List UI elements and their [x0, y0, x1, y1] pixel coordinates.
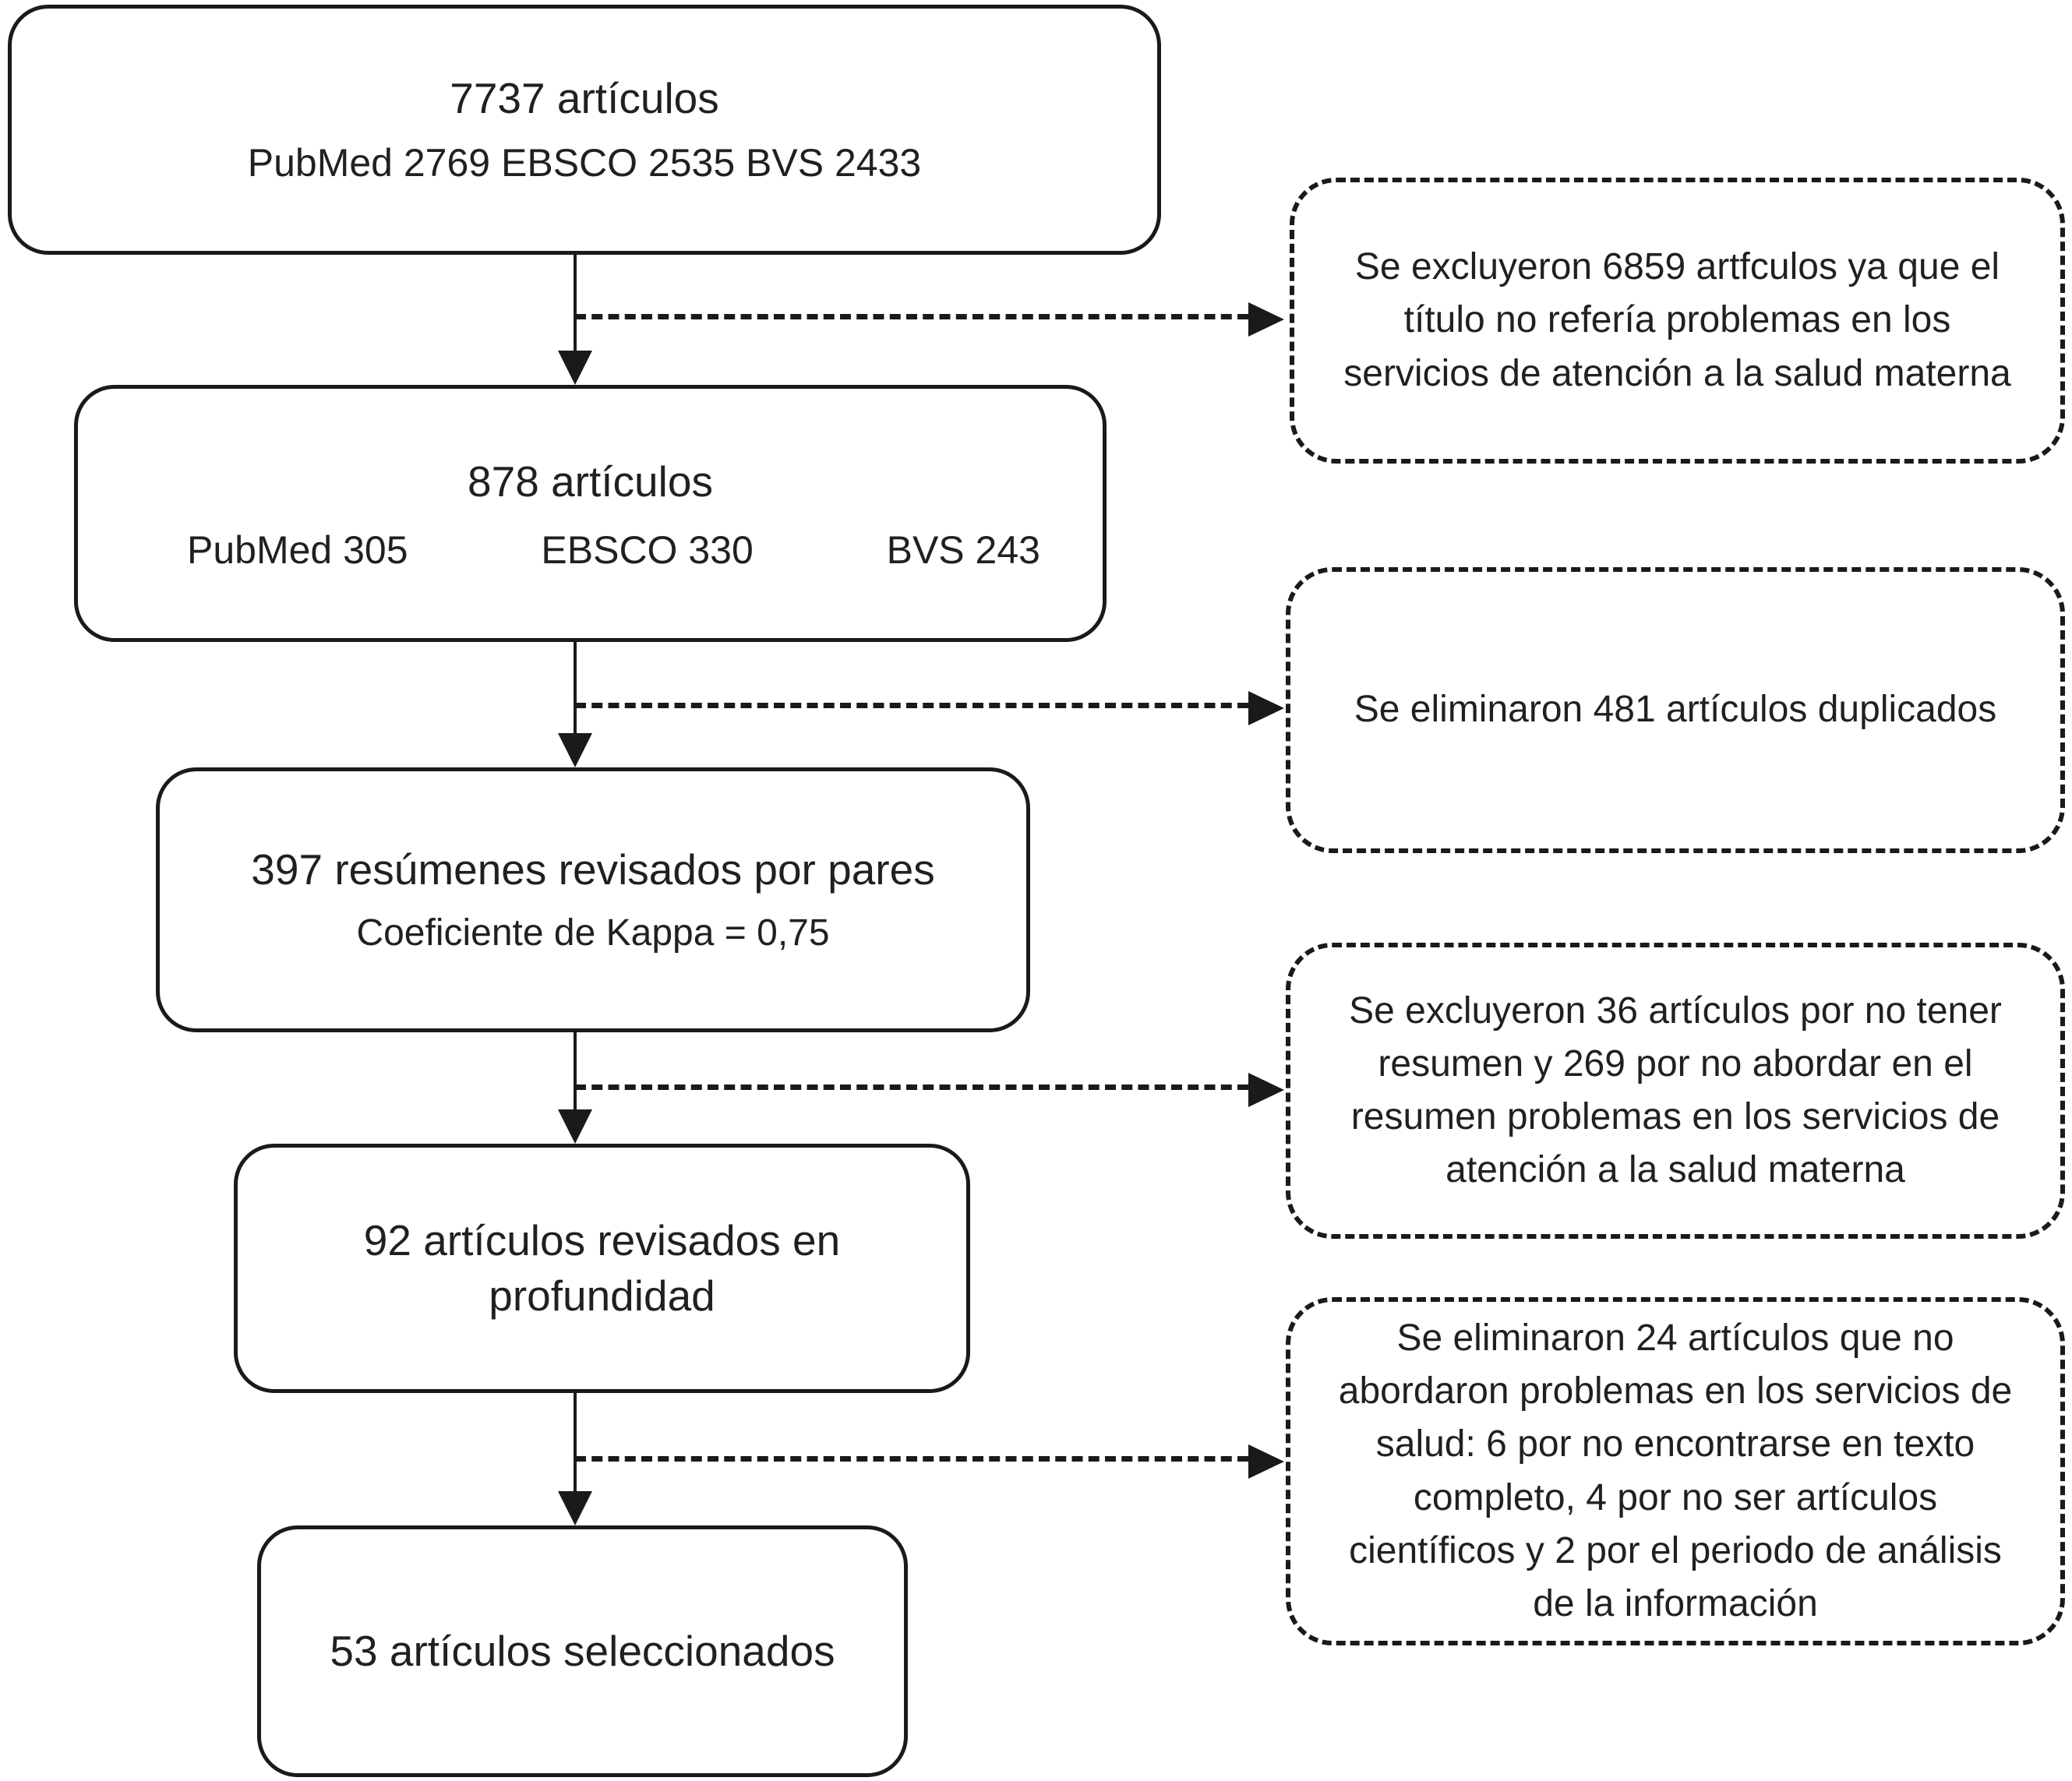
exclusion-note: Se excluyeron 36 artículos por no tener … — [1349, 989, 2002, 1191]
exclusion-note: Se eliminaron 24 artículos que no aborda… — [1338, 1317, 2013, 1624]
dashed-arrow-line-3 — [575, 1084, 1248, 1090]
source-count-ebsco: EBSCO 330 — [541, 527, 754, 572]
kappa-coefficient: Coeficiente de Kappa = 0,75 — [356, 912, 830, 954]
stage-box-full-review: 92 artículos revisados en profundidad — [234, 1144, 970, 1393]
source-count-pubmed: PubMed 305 — [187, 527, 408, 572]
down-arrow-line-2 — [574, 642, 577, 736]
down-arrowhead-icon — [558, 1491, 592, 1525]
stage-title: 53 artículos seleccionados — [330, 1626, 835, 1675]
stage-title: 92 artículos revisados en profundidad — [363, 1215, 841, 1321]
stage-box-after-title-screening: 878 artículos PubMed 305 EBSCO 330 BVS 2… — [74, 385, 1107, 642]
down-arrow-line-3 — [574, 1032, 577, 1119]
exclusion-box-abstract-screening: Se excluyeron 36 artículos por no tener … — [1286, 943, 2065, 1239]
stage-title: 397 resúmenes revisados por pares — [251, 845, 935, 894]
source-count-bvs: BVS 243 — [886, 527, 1040, 572]
right-arrowhead-icon — [1248, 1073, 1284, 1107]
stage-sources: PubMed 2769 EBSCO 2535 BVS 2433 — [247, 140, 922, 185]
exclusion-note: Se eliminaron 481 artículos duplicados — [1354, 689, 1997, 731]
down-arrow-line-1 — [574, 255, 577, 354]
exclusion-box-duplicates: Se eliminaron 481 artículos duplicados — [1286, 567, 2065, 853]
dashed-arrow-line-2 — [575, 703, 1248, 708]
stage-source-counts: PubMed 305 EBSCO 330 BVS 243 — [78, 527, 1103, 573]
stage-box-selected-articles: 53 artículos seleccionados — [257, 1525, 908, 1777]
down-arrow-line-4 — [574, 1393, 577, 1501]
down-arrowhead-icon — [558, 351, 592, 385]
exclusion-note: Se excluyeron 6859 artfculos ya que el t… — [1343, 246, 2011, 394]
down-arrowhead-icon — [558, 1109, 592, 1144]
right-arrowhead-icon — [1248, 1444, 1284, 1479]
exclusion-box-full-text-screening: Se eliminaron 24 artículos que no aborda… — [1286, 1297, 2065, 1645]
exclusion-box-title-screening: Se excluyeron 6859 artfculos ya que el t… — [1290, 178, 2065, 464]
stage-box-abstracts-peer-reviewed: 397 resúmenes revisados por pares Coefic… — [156, 767, 1030, 1032]
right-arrowhead-icon — [1248, 302, 1284, 337]
down-arrowhead-icon — [558, 733, 592, 767]
stage-box-total-articles: 7737 artículos PubMed 2769 EBSCO 2535 BV… — [8, 5, 1161, 255]
stage-title: 7737 artículos — [450, 74, 719, 123]
dashed-arrow-line-1 — [575, 314, 1248, 319]
right-arrowhead-icon — [1248, 691, 1284, 725]
dashed-arrow-line-4 — [575, 1456, 1248, 1462]
stage-title: 878 artículos — [468, 457, 713, 506]
